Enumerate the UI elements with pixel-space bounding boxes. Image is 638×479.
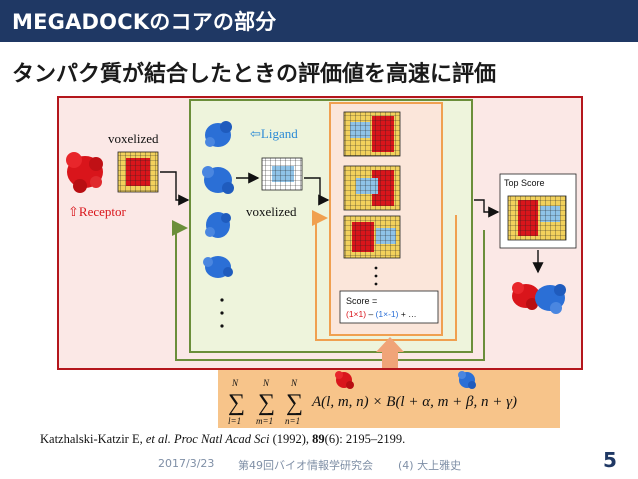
- docked-complex: [512, 282, 566, 314]
- ellipsis-dot: [220, 298, 224, 302]
- sum-upper-bound: N: [262, 378, 270, 388]
- receptor-molecule: [66, 152, 103, 193]
- translation-grid: [343, 111, 401, 157]
- receptor-label: ⇧Receptor: [68, 204, 126, 219]
- ligand-rotations: [202, 121, 234, 328]
- formula-body: A(l, m, n) × B(l + α, m + β, n + γ): [311, 394, 517, 410]
- sum-upper-bound: N: [231, 378, 239, 388]
- translation-loop-arrow: [312, 210, 457, 341]
- ligand-molecule: [205, 212, 231, 238]
- rotation-loop-arrow: [172, 220, 485, 361]
- translation-grid: [343, 165, 401, 211]
- sum-lower-bound: m=1: [256, 416, 273, 426]
- top-score-label: Top Score: [504, 178, 545, 188]
- ellipsis-dot: [374, 274, 378, 278]
- sum-lower-bound: n=1: [285, 416, 300, 426]
- top-score-grid: [507, 195, 567, 241]
- ellipsis-dot: [374, 266, 378, 270]
- arrow-grid-to-translation: [304, 177, 330, 206]
- formula-up-arrow: [376, 337, 404, 368]
- ligand-molecule: [202, 166, 234, 194]
- ellipsis-dot: [220, 324, 224, 328]
- ligand-voxel-grid: [261, 157, 303, 191]
- sum-lower-bound: l=1: [228, 416, 241, 426]
- ellipsis-dot: [374, 282, 378, 286]
- voxelized-label-receptor: voxelized: [108, 131, 159, 146]
- score-box: [339, 290, 439, 324]
- ligand-molecule: [203, 256, 233, 278]
- reference-authors: Katzhalski-Katzir E,: [40, 432, 146, 446]
- score-label: Score =: [346, 296, 377, 306]
- sum-upper-bound: N: [290, 378, 298, 388]
- page-number: 5: [603, 448, 617, 472]
- arrow-receptor-to-pipeline: [160, 171, 190, 206]
- ellipsis-dot: [220, 311, 224, 315]
- reference-pages: (6): 2195–2199.: [324, 432, 406, 446]
- arrow-to-top-score: [474, 199, 500, 218]
- formula-receptor-icon: [335, 371, 354, 389]
- footer-date: 2017/3/23: [158, 457, 215, 470]
- reference-year: (1992),: [269, 432, 313, 446]
- reference-volume: 89: [312, 432, 325, 446]
- receptor-voxel-grid: [117, 151, 159, 193]
- footer-author: (4) 大上雅史: [398, 459, 462, 472]
- score-formula: (1×1) – (1×-1) + …: [346, 309, 417, 319]
- title-bar: MEGADOCKのコアの部分: [0, 0, 638, 42]
- slide-subtitle: タンパク質が結合したときの評価値を高速に評価: [12, 62, 497, 87]
- slide-title: MEGADOCKのコアの部分: [12, 10, 277, 34]
- footer-event: 第49回バイオ情報学研究会: [238, 459, 373, 472]
- sum-symbol: ∑: [228, 390, 245, 416]
- reference-journal: Proc Natl Acad Sci: [173, 432, 270, 446]
- translation-grid: [343, 215, 401, 259]
- voxelized-label-ligand: voxelized: [246, 204, 297, 219]
- sum-symbol: ∑: [286, 390, 303, 416]
- ligand-label: ⇦Ligand: [250, 126, 298, 141]
- ligand-molecule: [205, 121, 232, 147]
- reference-etal: et al.: [145, 432, 174, 446]
- sum-symbol: ∑: [258, 390, 275, 416]
- reference-citation: Katzhalski-Katzir E, et al. Proc Natl Ac…: [40, 432, 405, 447]
- formula-ligand-icon: [458, 371, 476, 389]
- formula-box: [218, 370, 560, 428]
